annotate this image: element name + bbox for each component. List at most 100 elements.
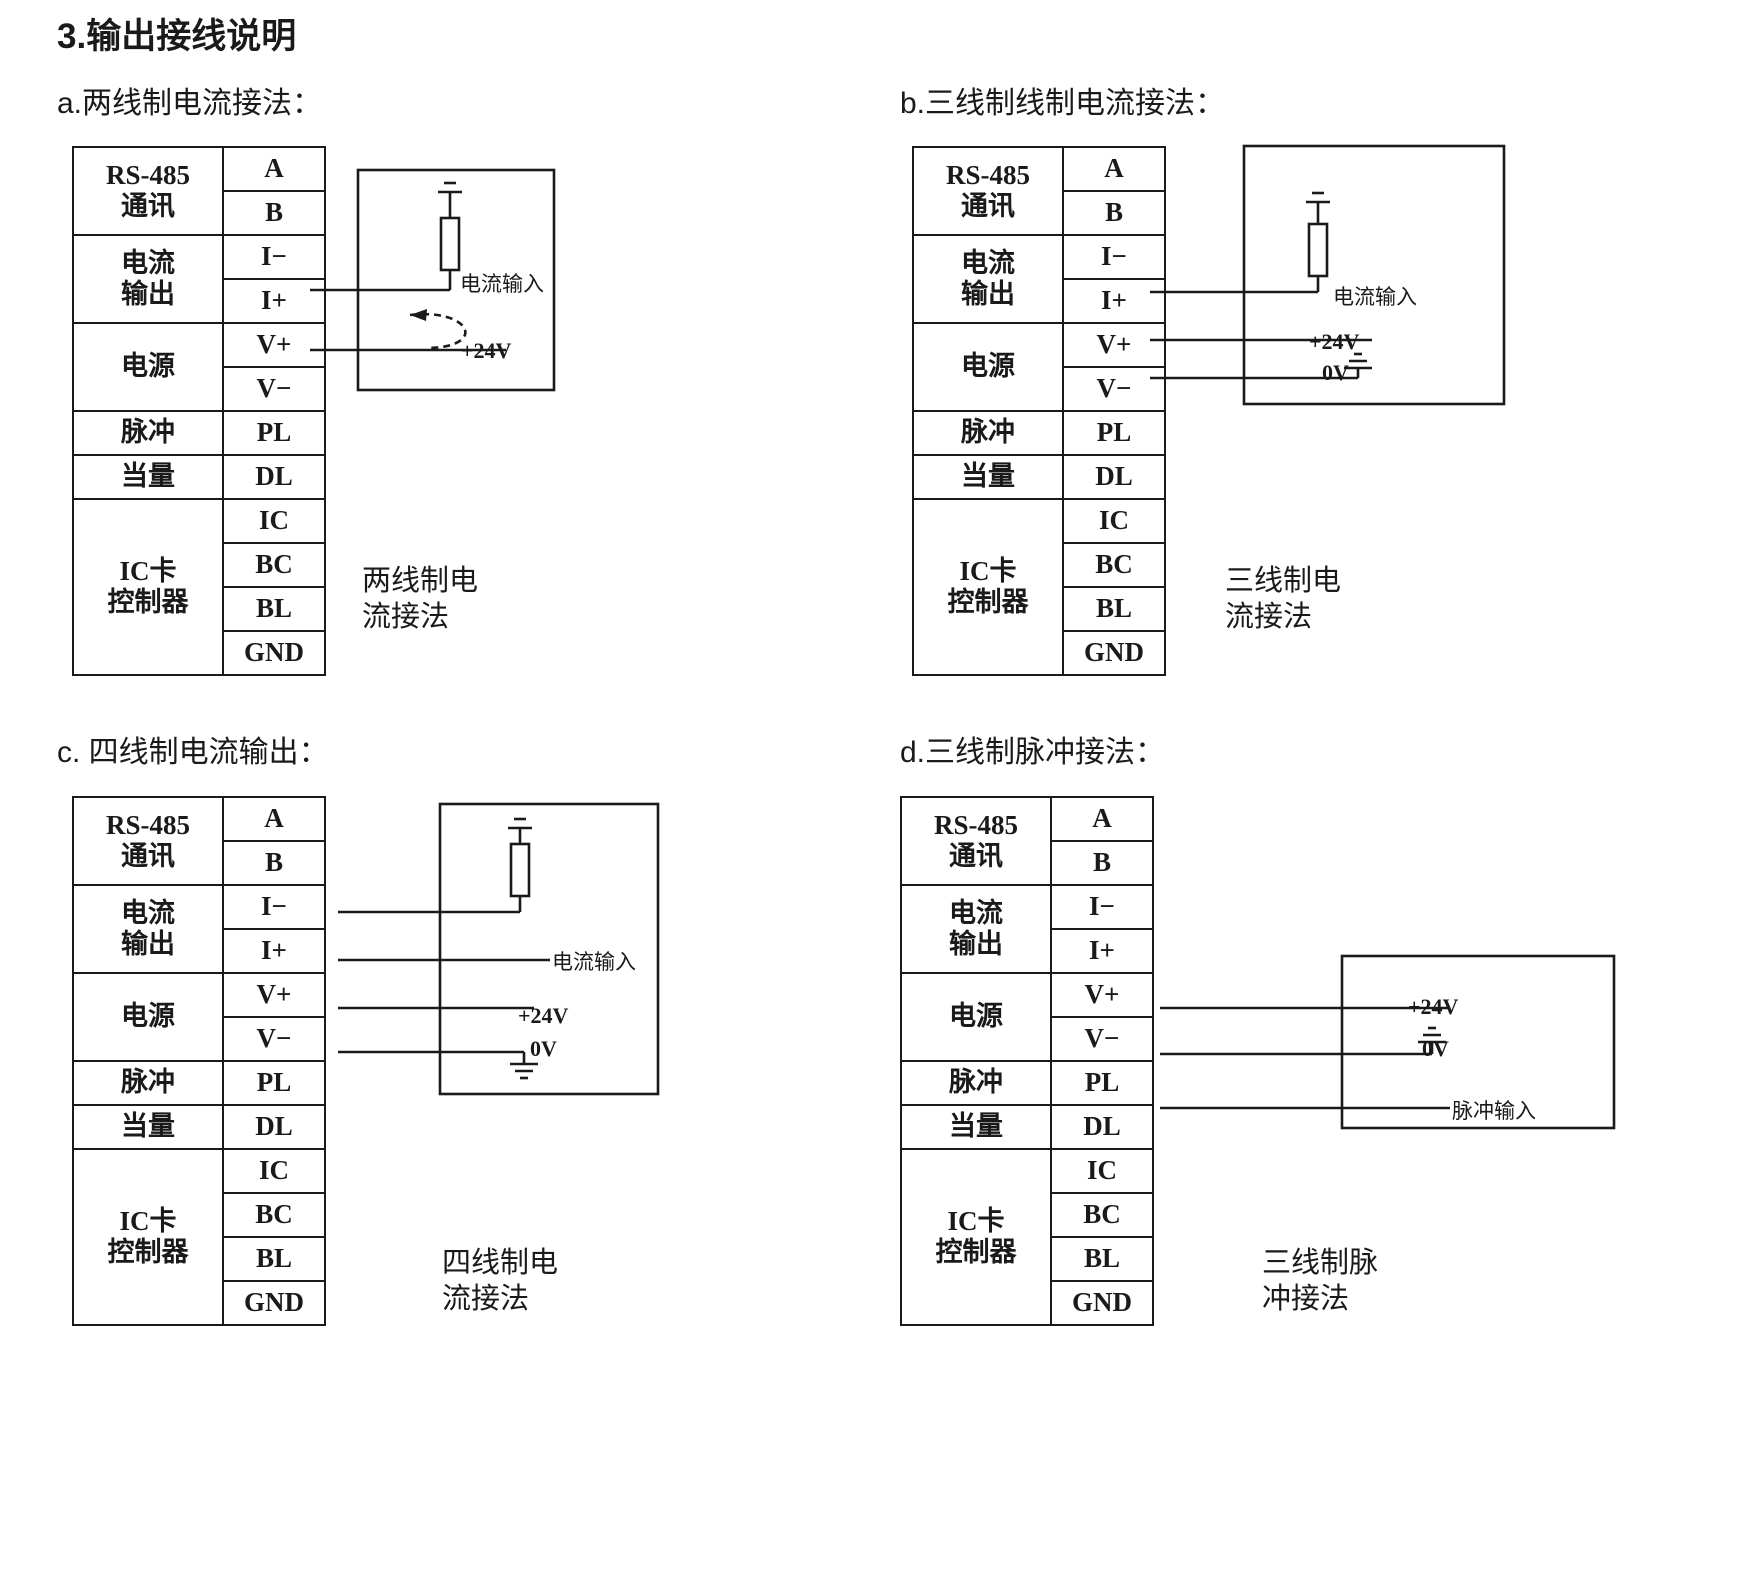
table-row: GND — [901, 1280, 1154, 1326]
terminal-pin-pl: PL — [222, 410, 326, 456]
table-row: 电源 V+ — [72, 972, 326, 1062]
terminal-pin-gnd: GND — [222, 1280, 326, 1326]
label-supply-24v-b: +24V — [1309, 329, 1360, 354]
table-row: BC — [901, 1192, 1154, 1238]
table-row: BC — [73, 1192, 326, 1238]
terminal-group-ic-card-controller: IC卡 控制器 — [912, 498, 1064, 676]
table-row: GND — [73, 630, 326, 676]
terminal-pin-i-minus: I− — [1050, 884, 1154, 930]
table-row: B — [913, 190, 1166, 236]
table-row: I+ — [913, 278, 1166, 324]
terminal-pin-a: A — [222, 796, 326, 842]
terminal-pin-pl: PL — [222, 1060, 326, 1106]
terminal-group-current-output: 电流 输出 — [900, 884, 1052, 974]
terminal-group-power: 电源 — [912, 322, 1064, 412]
terminal-pin-dl: DL — [1050, 1104, 1154, 1150]
caption-b: 三线制电 流接法 — [1225, 565, 1342, 634]
terminal-group-power: 电源 — [72, 972, 224, 1062]
table-row: 电流 输出 I− — [900, 884, 1154, 974]
terminal-group-current-output: 电流 输出 — [72, 234, 224, 324]
terminal-pin-i-minus: I− — [222, 884, 326, 930]
terminal-pin-v-minus: V− — [222, 1016, 326, 1062]
terminal-group-equivalent: 当量 — [72, 1104, 224, 1150]
terminal-pin-b: B — [222, 840, 326, 886]
terminal-pin-bl: BL — [1050, 1236, 1154, 1282]
terminal-pin-b: B — [1062, 190, 1166, 236]
page-title: 3.输出接线说明 — [57, 17, 297, 56]
table-row: RS-485 通讯 A — [900, 796, 1154, 886]
table-row: I+ — [901, 928, 1154, 974]
table-row: V− — [913, 366, 1166, 412]
table-row: 电源 V+ — [900, 972, 1154, 1062]
table-row: V− — [73, 366, 326, 412]
resistor-symbol-b — [1307, 222, 1329, 278]
table-row: 当量 DL — [72, 1104, 326, 1150]
terminal-pin-pl: PL — [1062, 410, 1166, 456]
label-supply-24v-d: +24V — [1408, 994, 1459, 1019]
caption-d: 三线制脉 冲接法 — [1262, 1247, 1379, 1316]
loop-arrow-head-a — [410, 309, 427, 321]
terminal-group-equivalent: 当量 — [912, 454, 1064, 500]
table-row: 电源 V+ — [912, 322, 1166, 412]
table-row: BL — [913, 586, 1166, 632]
terminal-table-c: RS-485 通讯 A B 电流 输出 I− I+ 电源 V+ V− — [72, 796, 326, 1326]
label-pulse-input-d: 脉冲输入 — [1452, 1100, 1536, 1123]
table-row: I+ — [73, 928, 326, 974]
terminal-pin-i-plus: I+ — [222, 278, 326, 324]
terminal-group-rs485: RS-485 通讯 — [72, 146, 224, 236]
terminal-pin-gnd: GND — [222, 630, 326, 676]
terminal-pin-a: A — [222, 146, 326, 192]
terminal-pin-dl: DL — [222, 1104, 326, 1150]
table-row: BL — [73, 1236, 326, 1282]
table-row: 电流 输出 I− — [72, 884, 326, 974]
terminal-pin-v-minus: V− — [1050, 1016, 1154, 1062]
resistor-symbol-c — [509, 842, 531, 898]
terminal-pin-bc: BC — [222, 542, 326, 588]
terminal-group-current-output: 电流 输出 — [912, 234, 1064, 324]
table-row: B — [73, 190, 326, 236]
label-supply-24v-a: +24V — [461, 338, 512, 363]
terminal-group-equivalent: 当量 — [72, 454, 224, 500]
table-row: I+ — [73, 278, 326, 324]
table-row: 脉冲 PL — [72, 1060, 326, 1106]
label-zero-v-d: 0V — [1422, 1036, 1449, 1061]
caption-a: 两线制电 流接法 — [362, 565, 479, 634]
table-row: BL — [901, 1236, 1154, 1282]
table-row: IC卡 控制器 IC — [900, 1148, 1154, 1326]
table-row: V− — [901, 1016, 1154, 1062]
terminal-group-pulse: 脉冲 — [900, 1060, 1052, 1106]
terminal-group-power: 电源 — [900, 972, 1052, 1062]
terminal-pin-dl: DL — [222, 454, 326, 500]
table-row: V− — [73, 1016, 326, 1062]
table-row: RS-485 通讯 A — [72, 796, 326, 886]
terminal-pin-ic: IC — [1050, 1148, 1154, 1194]
label-current-input-a: 电流输入 — [460, 273, 544, 296]
table-row: IC卡 控制器 IC — [912, 498, 1166, 676]
terminal-pin-a: A — [1062, 146, 1166, 192]
terminal-pin-b: B — [1050, 840, 1154, 886]
label-current-input-c: 电流输入 — [552, 951, 636, 974]
device-box-c — [438, 802, 660, 1096]
terminal-pin-dl: DL — [1062, 454, 1166, 500]
table-row: B — [73, 840, 326, 886]
circuit-diagram-a — [310, 150, 640, 430]
table-row: 当量 DL — [912, 454, 1166, 500]
terminal-pin-bl: BL — [1062, 586, 1166, 632]
table-row: 脉冲 PL — [900, 1060, 1154, 1106]
terminal-pin-ic: IC — [1062, 498, 1166, 544]
circuit-diagram-d — [1160, 954, 1620, 1160]
table-row: IC卡 控制器 IC — [72, 498, 326, 676]
terminal-group-pulse: 脉冲 — [912, 410, 1064, 456]
terminal-group-rs485: RS-485 通讯 — [900, 796, 1052, 886]
terminal-pin-i-plus: I+ — [1050, 928, 1154, 974]
terminal-pin-v-minus: V− — [1062, 366, 1166, 412]
table-row: GND — [913, 630, 1166, 676]
table-row: RS-485 通讯 A — [912, 146, 1166, 236]
terminal-group-ic-card-controller: IC卡 控制器 — [900, 1148, 1052, 1326]
terminal-group-equivalent: 当量 — [900, 1104, 1052, 1150]
terminal-pin-gnd: GND — [1062, 630, 1166, 676]
terminal-table-a: RS-485 通讯 A B 电流 输出 I− I+ 电源 V+ V− — [72, 146, 326, 676]
table-row: 当量 DL — [72, 454, 326, 500]
table-row: 电流 输出 I− — [912, 234, 1166, 324]
terminal-pin-gnd: GND — [1050, 1280, 1154, 1326]
